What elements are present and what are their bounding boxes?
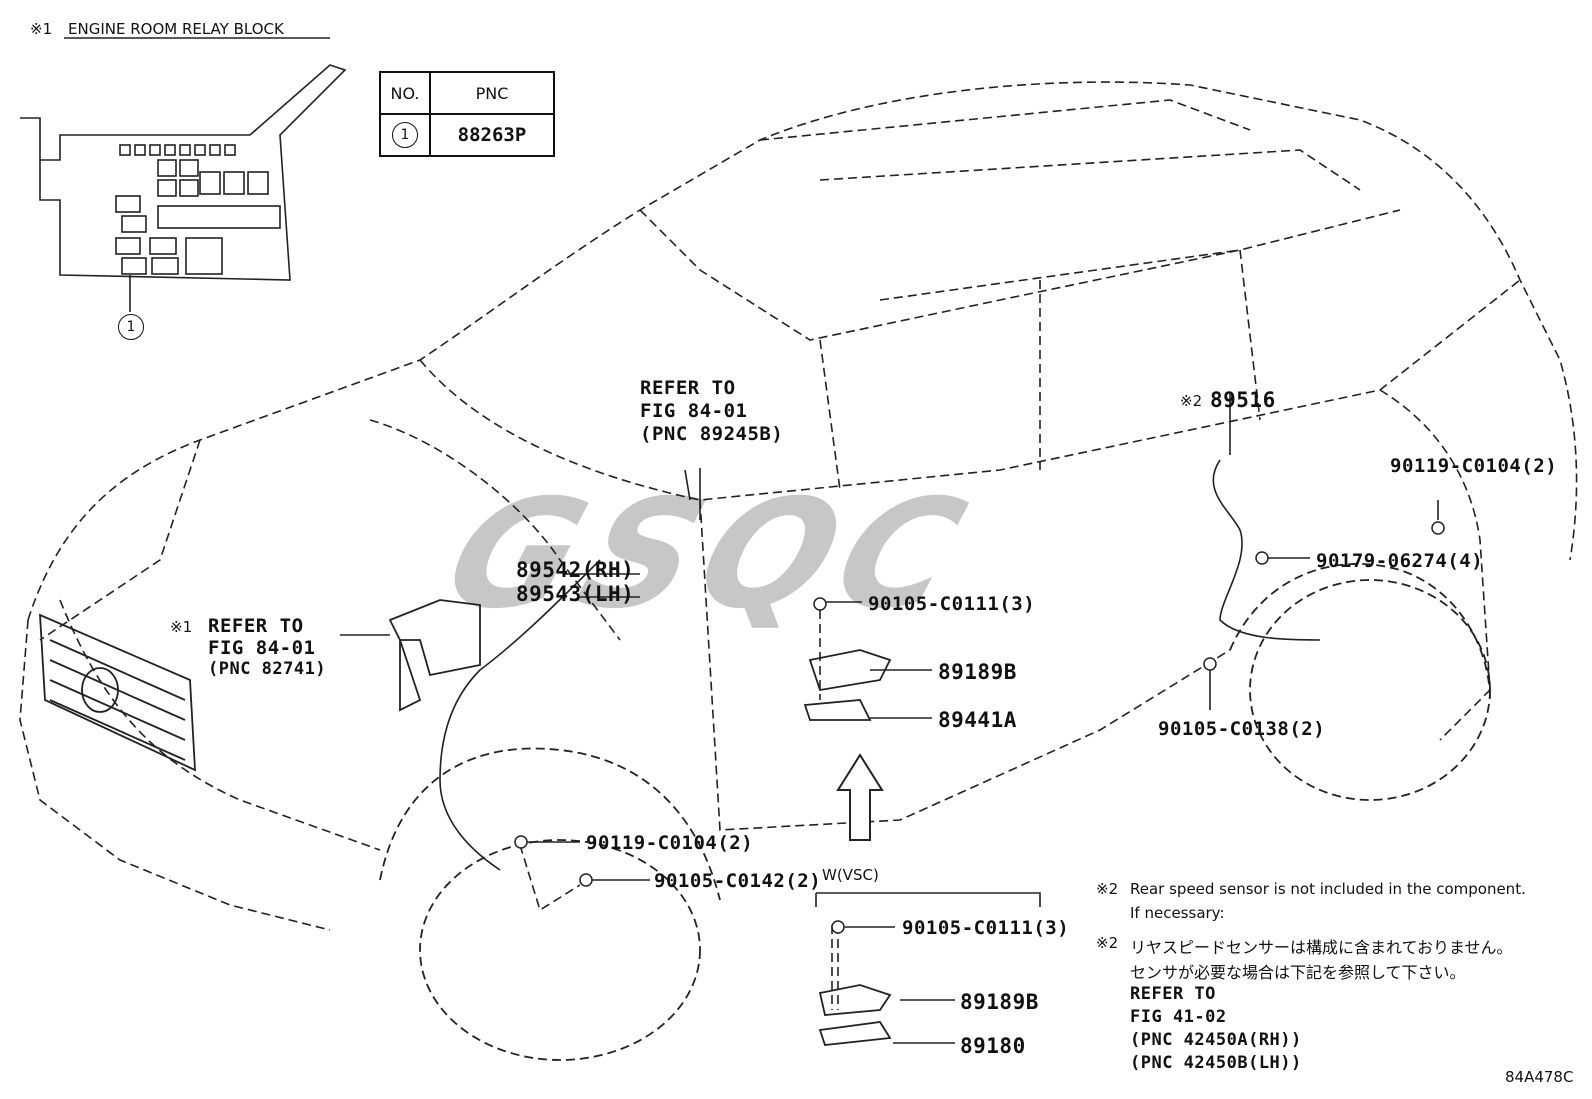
refer-top-line1: REFER TO (640, 377, 736, 399)
vsc-box-title: W(VSC) (822, 866, 879, 884)
part-89543-label: 89543(LH) (516, 582, 635, 606)
note-ref-line1: REFER TO (1130, 984, 1216, 1004)
part-90179-label: 90179-06274(4) (1316, 550, 1484, 572)
part-89441a-label: 89441A (938, 708, 1017, 732)
note-jp-line2: センサが必要な場合は下記を参照して下さい。 (1130, 963, 1466, 982)
figure-code: 84A478C (1505, 1068, 1574, 1086)
part-90105-c0111-label: 90105-C0111(3) (868, 593, 1036, 615)
bolt-symbols (514, 521, 1445, 934)
refer-top-line2: FIG 84-01 (640, 400, 748, 422)
wheel-arches (379, 563, 1491, 1061)
pnc-table-header-no: NO. (379, 71, 431, 115)
vsc-part-89180-label: 89180 (960, 1034, 1026, 1058)
part-89189b-label: 89189B (938, 660, 1017, 684)
part-89516-mark: ※2 (1180, 392, 1203, 410)
part-90119-front-label: 90119-C0104(2) (586, 832, 754, 854)
relay-block-drawing (20, 64, 347, 312)
pnc-table-header-pnc: PNC (429, 71, 555, 115)
part-90119-right-label: 90119-C0104(2) (1390, 455, 1558, 477)
pnc-row-number: 1 (392, 122, 418, 148)
part-89542-label: 89542(RH) (516, 558, 635, 582)
note-mark-jp: ※2 (1096, 934, 1119, 952)
relay-callout-number: 1 (118, 314, 144, 340)
front-grille (39, 613, 196, 772)
part-90105-c0142-label: 90105-C0142(2) (654, 870, 822, 892)
vehicle-body-outline (19, 81, 1578, 931)
fastener-dashes (519, 610, 839, 1010)
leader-lines (340, 393, 1439, 1044)
note-ref-line3: (PNC 42450A(RH)) (1130, 1030, 1302, 1050)
ecu-bracket-drawing (388, 599, 892, 1046)
relay-block-title: ENGINE ROOM RELAY BLOCK (68, 20, 284, 38)
sensor-wiring (439, 459, 1321, 871)
vsc-part-90105-label: 90105-C0111(3) (902, 917, 1070, 939)
part-90105-c0138-label: 90105-C0138(2) (1158, 718, 1326, 740)
vsc-part-89189b-label: 89189B (960, 990, 1039, 1014)
refer-top-line3: (PNC 89245B) (640, 423, 784, 445)
refer-left-line1: REFER TO (208, 615, 304, 637)
note-jp-line1: リヤスピードセンサーは構成に含まれておりません。 (1130, 938, 1513, 957)
refer-left-mark: ※1 (170, 618, 193, 636)
note-ref-line4: (PNC 42450B(LH)) (1130, 1053, 1302, 1073)
part-89516-label: 89516 (1210, 388, 1276, 412)
pnc-table: NO. PNC 1 88263P (379, 71, 555, 157)
note-mark-en: ※2 (1096, 880, 1119, 898)
pnc-row-value: 88263P (429, 113, 555, 157)
relay-block-note-mark: ※1 (30, 20, 53, 38)
refer-left-line3: (PNC 82741) (208, 659, 327, 679)
upward-arrow (836, 753, 884, 841)
note-en-line2: If necessary: (1130, 904, 1225, 922)
pnc-table-row-num-cell: 1 (379, 113, 431, 157)
note-en-line1: Rear speed sensor is not included in the… (1130, 880, 1526, 898)
note-ref-line2: FIG 41-02 (1130, 1007, 1227, 1027)
refer-left-line2: FIG 84-01 (208, 637, 316, 659)
